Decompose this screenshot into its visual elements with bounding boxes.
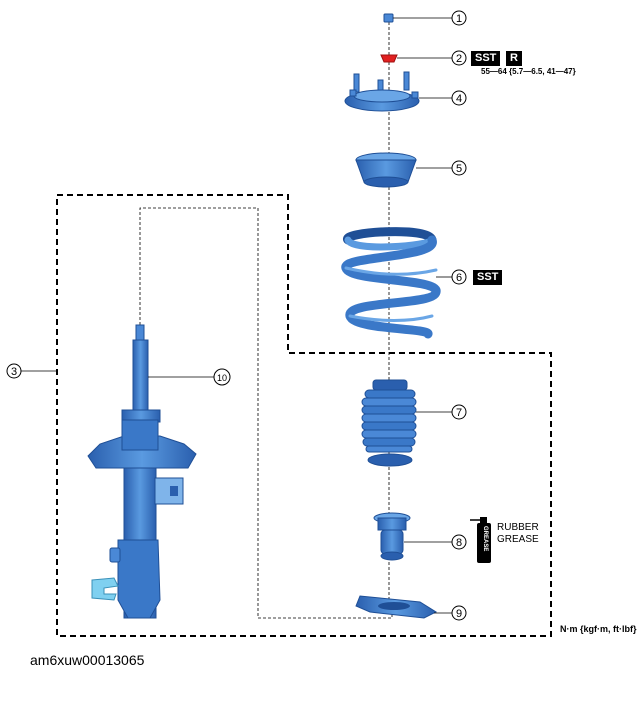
callout-2-number: 2 bbox=[456, 53, 462, 65]
callout-10-number: 10 bbox=[217, 373, 227, 383]
part-9-lower-spring-seat bbox=[355, 595, 438, 619]
callout-1-number: 1 bbox=[456, 13, 462, 25]
replace-badge: R bbox=[506, 51, 522, 66]
part-8-bound-stopper bbox=[373, 512, 411, 561]
callout-3-number: 3 bbox=[11, 366, 17, 378]
callout-9: 9 bbox=[434, 605, 467, 621]
strut-assembly-outline bbox=[56, 194, 552, 637]
part-2-nut bbox=[380, 54, 398, 63]
figure-id: am6xuw00013065 bbox=[30, 652, 145, 668]
part-6-coil-spring bbox=[341, 227, 441, 339]
sst-badge-spring: SST bbox=[473, 270, 503, 285]
callout-10: 10 bbox=[148, 368, 231, 386]
grease-can-icon: GREASE bbox=[470, 517, 491, 563]
callout-9-number: 9 bbox=[456, 608, 462, 620]
part-4-strut-mount bbox=[344, 71, 420, 112]
grease-can-text: GREASE bbox=[482, 526, 488, 551]
unit-note: N·m {kgf·m, ft·lbf} bbox=[560, 624, 637, 634]
part-1-cap bbox=[383, 13, 394, 23]
grease-label-line2: GREASE bbox=[497, 534, 539, 545]
part-3-shock-absorber bbox=[87, 324, 197, 619]
callout-8: 8 bbox=[404, 534, 467, 550]
part-5-spring-seat bbox=[355, 152, 417, 188]
callout-2: 2 bbox=[397, 50, 467, 66]
callout-5-number: 5 bbox=[456, 163, 462, 175]
callout-1: 1 bbox=[393, 10, 467, 26]
torque-spec: 55—64 {5.7—6.5, 41—47} bbox=[481, 67, 576, 76]
callout-6-number: 6 bbox=[456, 272, 462, 284]
callout-3: 3 bbox=[6, 363, 57, 379]
callout-7: 7 bbox=[416, 404, 467, 420]
sst-badge-nut: SST bbox=[471, 51, 501, 66]
grease-label-line1: RUBBER bbox=[497, 522, 539, 533]
callout-6: 6 bbox=[436, 269, 467, 285]
part-7-dust-boot bbox=[361, 379, 417, 467]
callout-8-number: 8 bbox=[456, 537, 462, 549]
callout-5: 5 bbox=[416, 160, 467, 176]
callout-4: 4 bbox=[419, 90, 467, 106]
callout-7-number: 7 bbox=[456, 407, 462, 419]
callout-4-number: 4 bbox=[456, 93, 462, 105]
grease-label: RUBBER GREASE bbox=[497, 522, 539, 546]
rod-guide-line bbox=[139, 207, 393, 619]
